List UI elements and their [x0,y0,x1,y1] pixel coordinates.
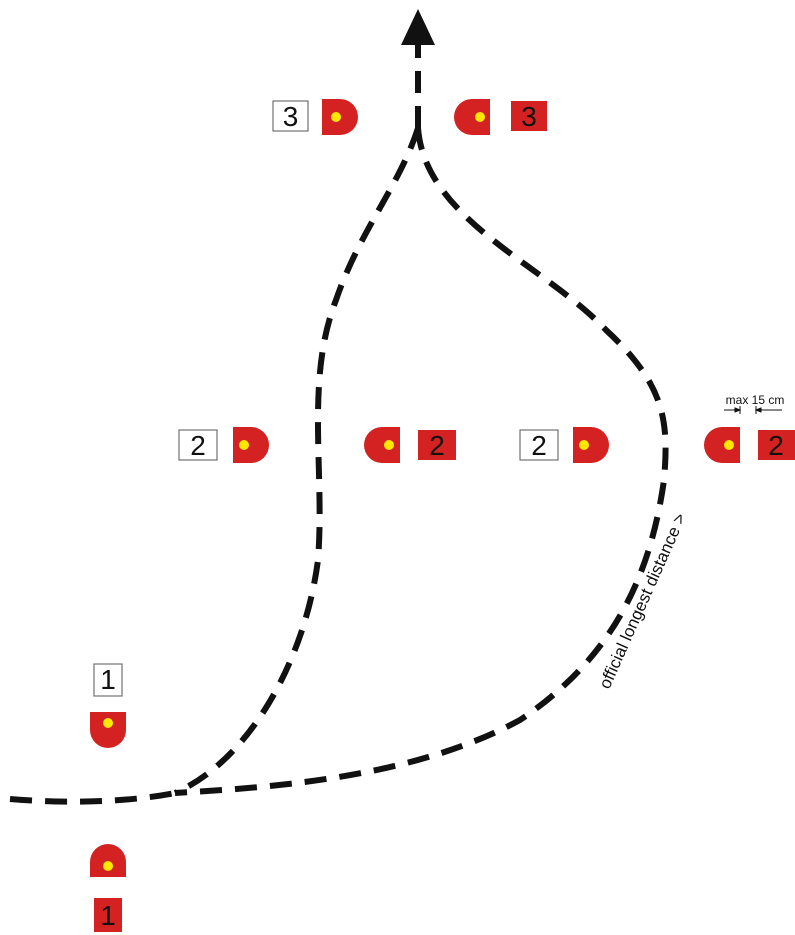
right-gate-1-number: 1 [100,900,116,931]
left-gate-1-label: 1 [93,663,123,697]
right-gate-2b-label: 2 [758,430,795,461]
route-entry [9,790,176,805]
right-gate-1-label: 1 [94,898,122,932]
left-gate-3-label: 3 [272,100,309,132]
left-gate-2b-label: 2 [519,429,559,461]
left-gate-3-number: 3 [283,101,299,132]
gate-1-top-marker-icon [90,712,126,748]
arrowhead-up-icon [401,9,435,45]
right-gate-2b-number: 2 [768,430,784,461]
longest-distance-label: official longest distance > [595,510,690,691]
gate-3-left-marker-icon [322,99,358,135]
gate-2b-left-marker-icon [573,427,609,463]
right-gate-3-number: 3 [521,101,537,132]
left-gate-2b-number: 2 [531,430,547,461]
right-gate-3-label: 3 [511,101,547,132]
gate-2b-right-marker-icon [704,427,740,463]
left-gate-2a-number: 2 [190,430,206,461]
max-width-dimension-line [724,406,782,414]
gate-2a-left-marker-icon [233,427,269,463]
route-left-branch [173,127,421,796]
left-gate-2a-label: 2 [178,429,218,461]
right-gate-2a-number: 2 [429,430,445,461]
gate-3-right-marker-icon [454,99,490,135]
gate-2a-right-marker-icon [364,427,400,463]
route-right-branch-longest [174,127,669,796]
gate-1-bottom-marker-icon [90,844,126,877]
right-gate-2a-label: 2 [418,430,456,461]
left-gate-1-number: 1 [100,664,116,695]
max-width-label: max 15 cm [726,393,785,407]
